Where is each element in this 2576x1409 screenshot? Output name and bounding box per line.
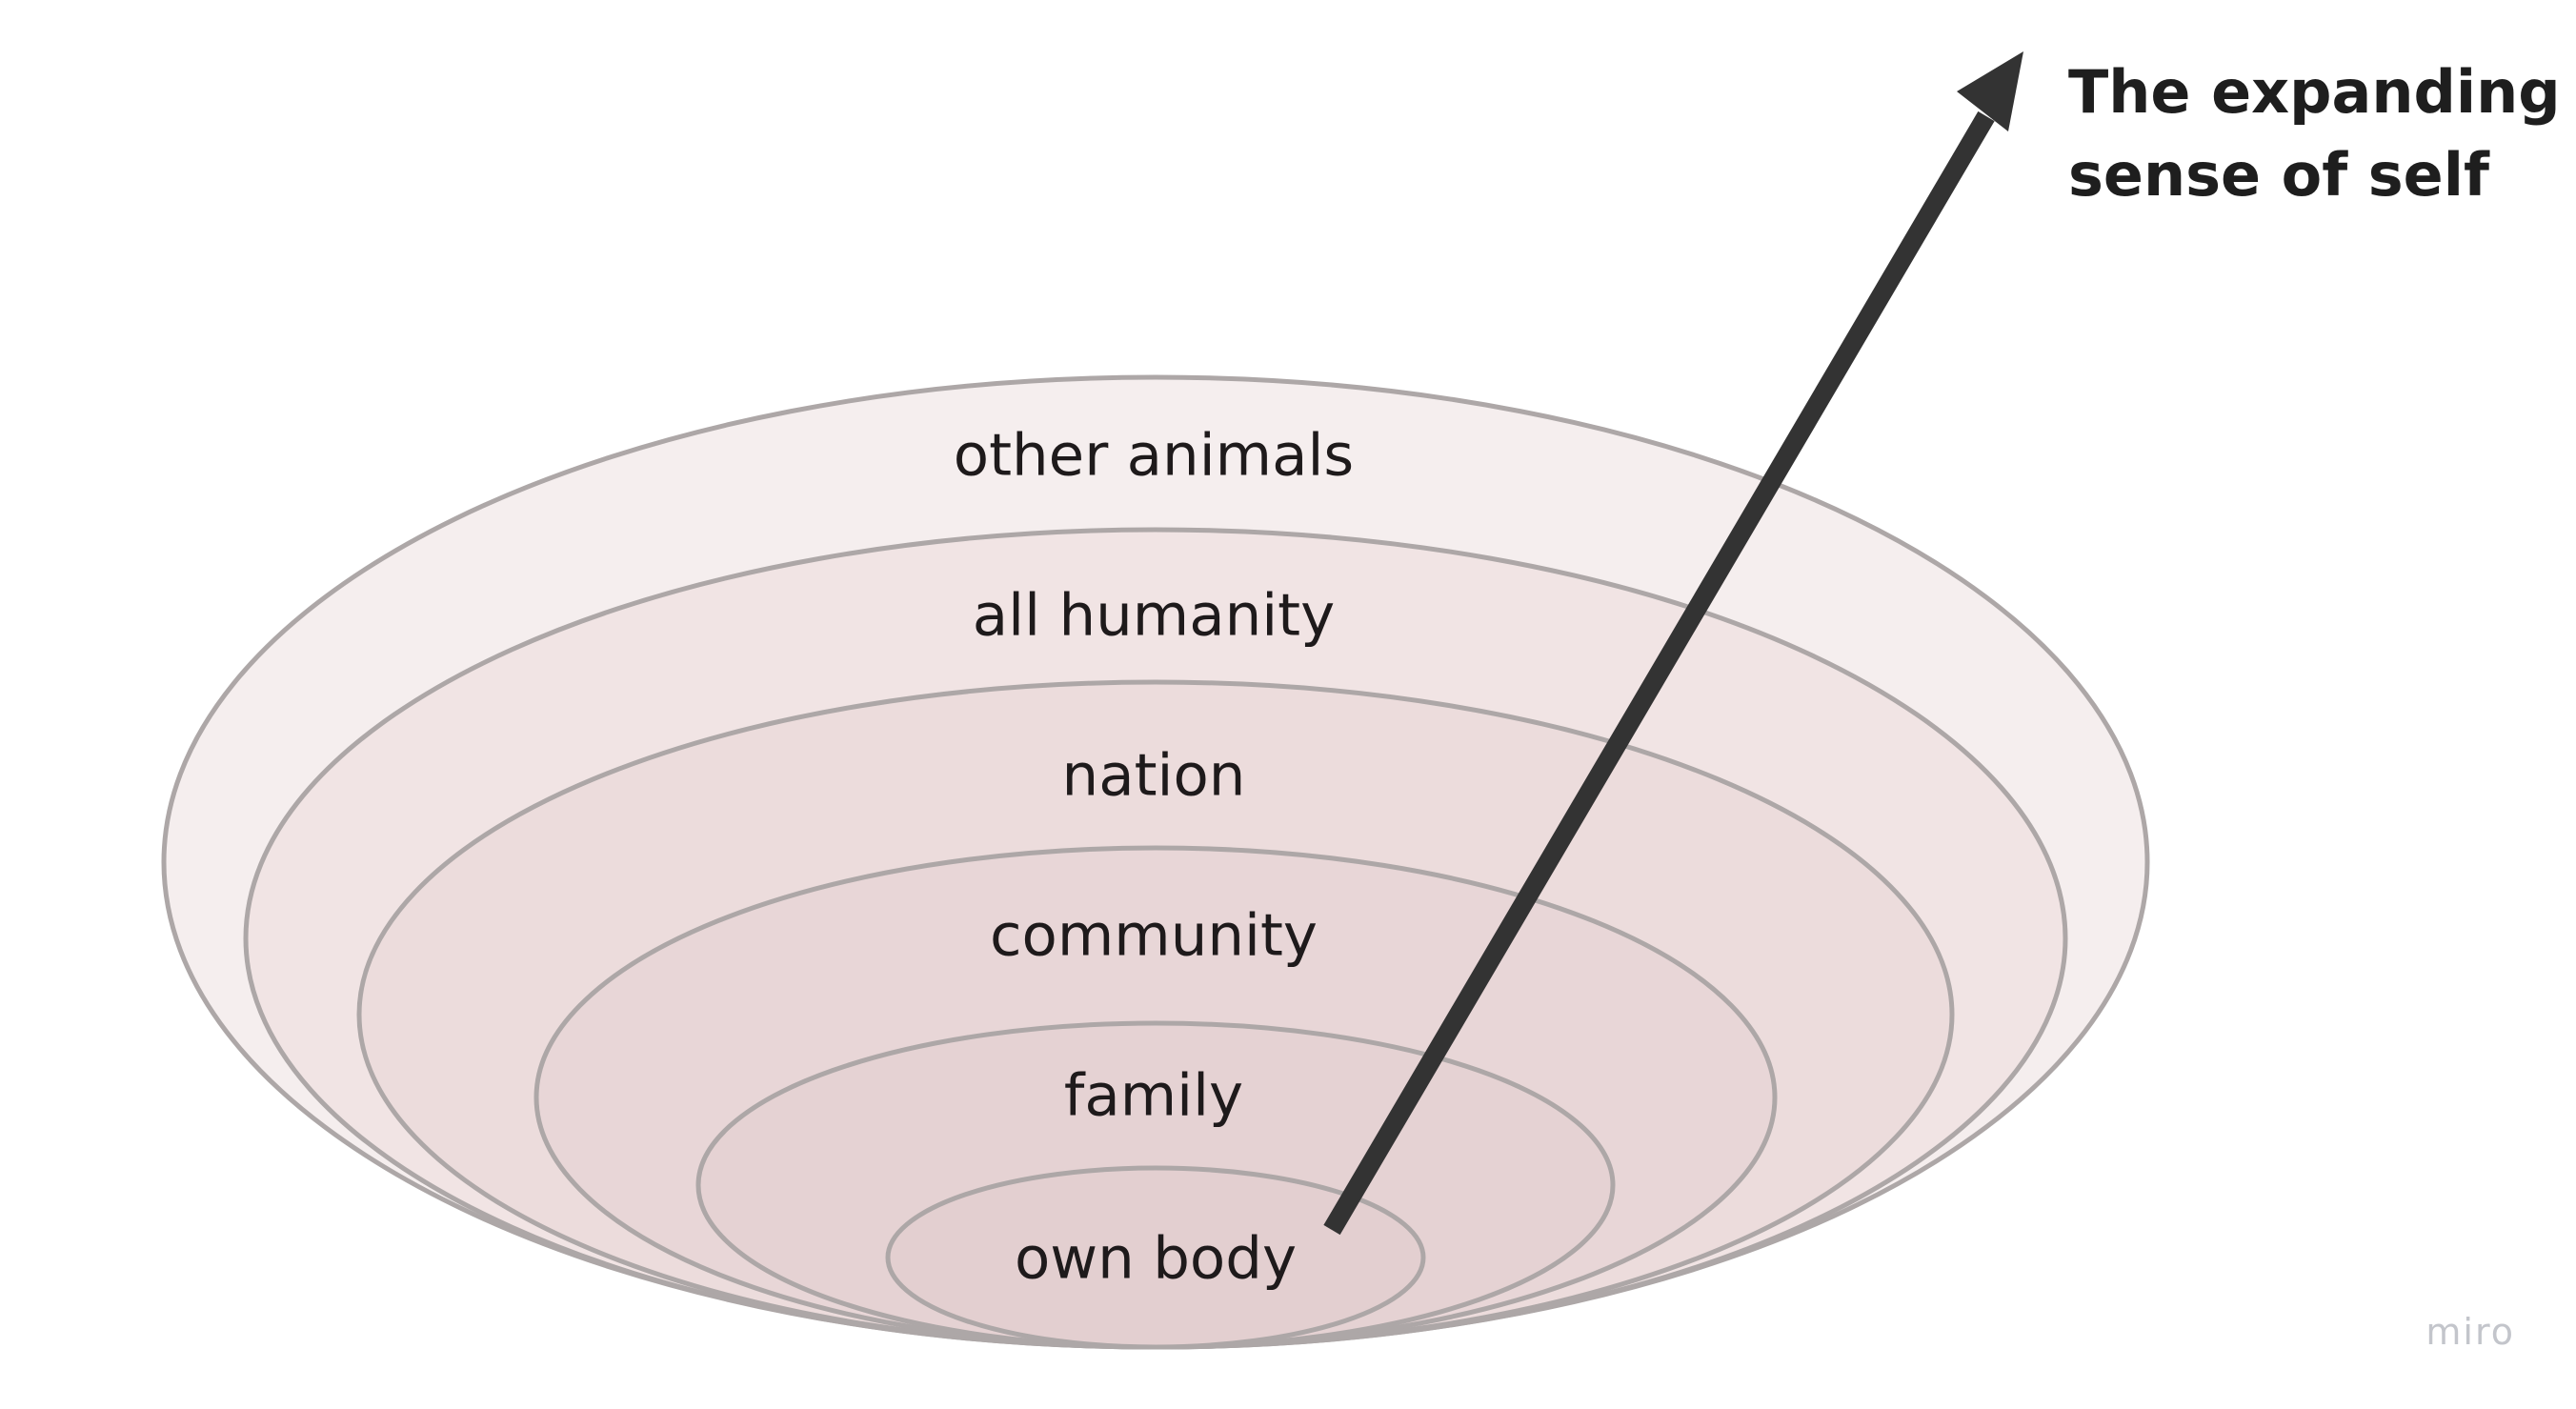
title-line-2: sense of self — [2068, 140, 2490, 210]
ring-labels: other animals all humanity nation commun… — [954, 422, 1354, 1293]
title-line-1: The expanding — [2068, 57, 2561, 127]
expanding-arrow — [1323, 51, 2023, 1236]
ring-label-family: family — [1064, 1062, 1243, 1130]
ring-own-body — [885, 1165, 1426, 1350]
ring-label-community: community — [990, 902, 1318, 970]
arrow-head — [1957, 51, 2023, 131]
diagram-title: The expanding sense of self — [2068, 57, 2561, 210]
nested-ellipses — [161, 374, 2150, 1350]
ring-label-all-humanity: all humanity — [973, 582, 1335, 650]
ring-label-own-body: own body — [1015, 1225, 1297, 1293]
ring-label-other-animals: other animals — [954, 422, 1354, 490]
miro-watermark: miro — [2425, 1311, 2515, 1353]
ring-label-nation: nation — [1062, 742, 1246, 810]
arrow-shaft — [1323, 111, 1995, 1236]
